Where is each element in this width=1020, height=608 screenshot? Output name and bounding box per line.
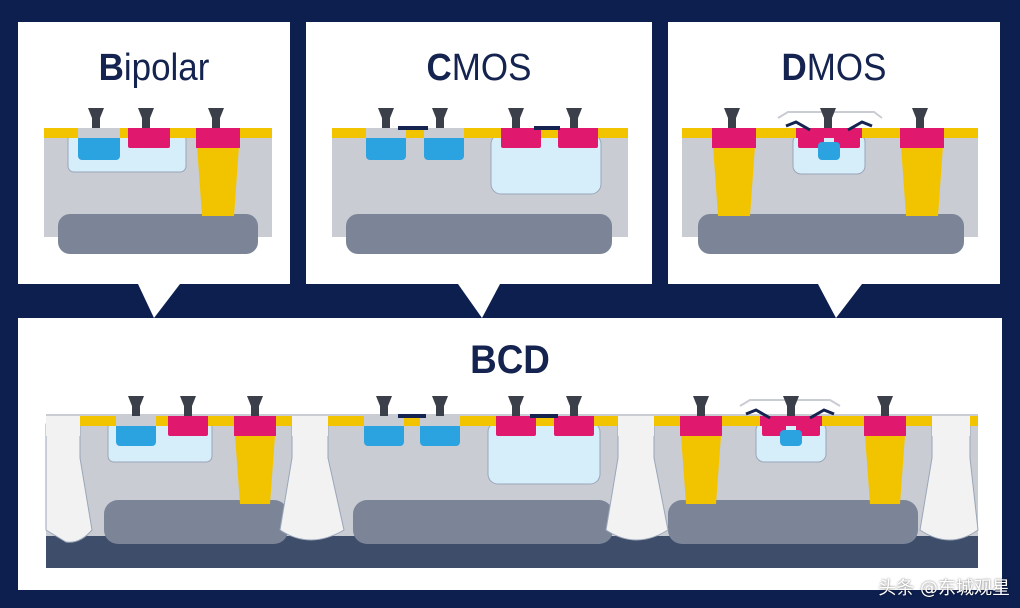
bipolar-title-initial: B bbox=[98, 47, 124, 89]
cmos-cross-section bbox=[332, 108, 628, 254]
dmos-pointer bbox=[818, 284, 862, 318]
bcd-title: BCD bbox=[470, 338, 550, 382]
cmos-title-rest: MOS bbox=[451, 47, 532, 89]
bipolar-title: Bipolar bbox=[29, 48, 279, 88]
cmos-panel: CMOS bbox=[306, 22, 652, 284]
bipolar-cross-section bbox=[44, 108, 272, 254]
bipolar-pointer bbox=[138, 284, 180, 318]
bcd-cross-section bbox=[45, 396, 979, 568]
dmos-cross-section bbox=[682, 108, 978, 254]
bipolar-title-rest: ipolar bbox=[123, 47, 210, 89]
cmos-title: CMOS bbox=[320, 48, 638, 88]
dmos-title-initial: D bbox=[781, 47, 807, 89]
watermark: 头条 @东城观星 bbox=[878, 578, 1010, 599]
dmos-title-rest: MOS bbox=[806, 47, 887, 89]
bcd-panel: BCD bbox=[18, 318, 1002, 590]
bipolar-panel: Bipolar bbox=[18, 22, 290, 284]
cmos-title-initial: C bbox=[426, 47, 452, 89]
dmos-title: DMOS bbox=[681, 48, 986, 88]
cmos-pointer bbox=[458, 284, 500, 318]
dmos-panel: DMOS bbox=[668, 22, 1000, 284]
